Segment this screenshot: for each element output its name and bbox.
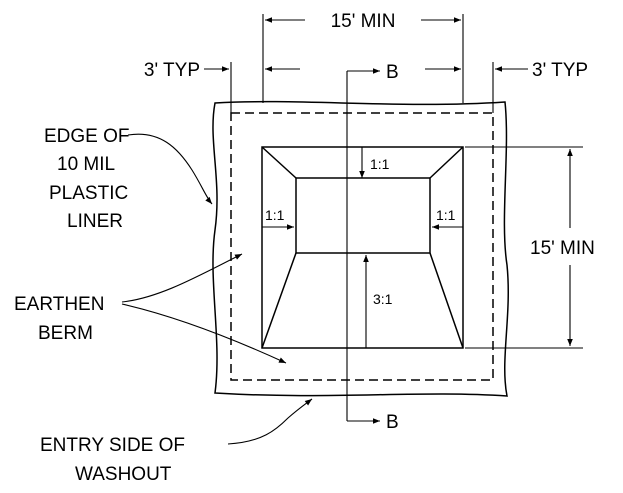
entry-callout: ENTRY SIDE OF WASHOUT bbox=[40, 398, 313, 485]
top-dimension: 15' MIN bbox=[262, 11, 464, 103]
left-typ-label: 3' TYP bbox=[144, 60, 200, 81]
entry-label-line2: WASHOUT bbox=[75, 464, 172, 485]
left-typ-dimension: 3' TYP bbox=[144, 60, 300, 113]
entry-label-line1: ENTRY SIDE OF bbox=[40, 435, 185, 456]
slope-corner-lines bbox=[261, 146, 464, 349]
liner-label-line3: PLASTIC bbox=[49, 183, 128, 204]
liner-callout: EDGE OF 10 MIL PLASTIC LINER bbox=[44, 126, 213, 232]
berm-callout: EARTHEN BERM bbox=[14, 253, 287, 364]
right-typ-dimension: 3' TYP bbox=[425, 60, 588, 113]
slope-left-label: 1:1 bbox=[265, 207, 285, 223]
liner-edge-dashed bbox=[230, 112, 494, 381]
berm-label-line2: BERM bbox=[38, 323, 93, 344]
section-line-b: B B bbox=[346, 62, 399, 433]
berm-outer-edge bbox=[212, 100, 509, 397]
section-label-bottom: B bbox=[386, 412, 399, 433]
section-label-top: B bbox=[386, 62, 399, 83]
liner-label-line1: EDGE OF bbox=[44, 126, 130, 147]
liner-label-line2: 10 MIL bbox=[57, 154, 115, 175]
slope-top-label: 1:1 bbox=[370, 156, 390, 172]
liner-label-line4: LINER bbox=[67, 211, 123, 232]
right-typ-label: 3' TYP bbox=[532, 60, 588, 81]
slope-bottom-label: 3:1 bbox=[373, 291, 393, 307]
slope-indicators: 1:1 1:1 1:1 3:1 bbox=[262, 147, 463, 348]
right-dimension: 15' MIN bbox=[465, 146, 595, 349]
berm-label-line1: EARTHEN bbox=[14, 294, 104, 315]
pit-bottom bbox=[295, 177, 431, 254]
right-dimension-label: 15' MIN bbox=[530, 238, 595, 259]
top-dimension-label: 15' MIN bbox=[331, 11, 396, 32]
slope-right-label: 1:1 bbox=[436, 207, 456, 223]
